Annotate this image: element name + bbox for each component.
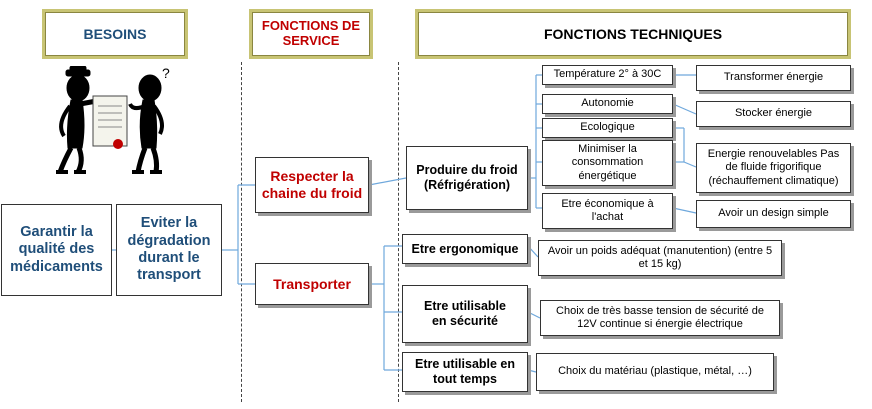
critere-minimiser-label: Minimiser la consommation énergétique xyxy=(571,143,644,182)
separator-right xyxy=(398,62,399,402)
besoin-eviter: Eviter la dégradation durant le transpor… xyxy=(116,204,222,296)
scroll-icon xyxy=(92,95,128,149)
solution-renouvelables-label: Energie renouvelables Pas de fluide frig… xyxy=(707,148,840,187)
fonction-produire-label: Produire du froid (Réfrigération) xyxy=(416,163,518,192)
critere-autonomie-label: Autonomie xyxy=(581,97,634,110)
solution-poids: Avoir un poids adéquat (manutention) (en… xyxy=(538,240,782,276)
solution-poids-label: Avoir un poids adéquat (manutention) (en… xyxy=(547,244,773,270)
solution-stocker-label: Stocker énergie xyxy=(734,107,813,120)
header-fonctions-service-label: FONCTIONS DE SERVICE xyxy=(252,12,370,56)
service-respecter-label: Respecter la chaine du froid xyxy=(261,168,363,201)
header-besoins-label: BESOINS xyxy=(45,12,185,56)
critere-ecologique: Ecologique xyxy=(542,118,673,138)
solution-tension: Choix de très basse tension de sécurité … xyxy=(540,300,780,336)
critere-ecologique-label: Ecologique xyxy=(580,121,635,134)
header-fonctions-techniques-label: FONCTIONS TECHNIQUES xyxy=(418,12,848,56)
header-besoins: BESOINS xyxy=(42,9,188,59)
critere-economique: Etre économique à l'achat xyxy=(542,193,673,229)
solution-design-label: Avoir un design simple xyxy=(718,207,829,220)
critere-economique-label: Etre économique à l'achat xyxy=(561,197,654,223)
header-fonctions-service: FONCTIONS DE SERVICE xyxy=(249,9,373,59)
solution-stocker: Stocker énergie xyxy=(696,101,851,127)
solution-materiau-label: Choix du matériau (plastique, métal, …) xyxy=(558,365,752,378)
fonction-tout-temps-label: Etre utilisable en tout temps xyxy=(414,357,516,386)
service-transporter-label: Transporter xyxy=(273,275,351,292)
besoin-garantir-label: Garantir la qualité des médicaments xyxy=(10,223,103,275)
fonction-tout-temps: Etre utilisable en tout temps xyxy=(402,352,528,392)
solution-transformer: Transformer énergie xyxy=(696,65,851,91)
critere-autonomie: Autonomie xyxy=(542,94,673,114)
service-respecter: Respecter la chaine du froid xyxy=(255,157,369,213)
fonction-securite: Etre utilisable en sécurité xyxy=(402,285,528,343)
header-fonctions-techniques: FONCTIONS TECHNIQUES xyxy=(415,9,851,59)
stick-figures-illustration: ? xyxy=(56,66,170,174)
solution-materiau: Choix du matériau (plastique, métal, …) xyxy=(536,353,774,391)
solution-renouvelables: Energie renouvelables Pas de fluide frig… xyxy=(696,143,851,193)
fonction-ergonomique-label: Etre ergonomique xyxy=(411,241,519,256)
critere-minimiser: Minimiser la consommation énergétique xyxy=(542,140,673,186)
solution-transformer-label: Transformer énergie xyxy=(723,71,824,84)
critere-temperature-label: Température 2° à 30C xyxy=(553,68,662,81)
solution-tension-label: Choix de très basse tension de sécurité … xyxy=(556,304,764,330)
question-mark: ? xyxy=(162,66,170,81)
fonction-produire: Produire du froid (Réfrigération) xyxy=(406,146,528,210)
service-transporter: Transporter xyxy=(255,263,369,305)
fonction-securite-label: Etre utilisable en sécurité xyxy=(424,299,506,328)
solution-design: Avoir un design simple xyxy=(696,200,851,228)
fonction-ergonomique: Etre ergonomique xyxy=(402,234,528,264)
critere-temperature: Température 2° à 30C xyxy=(542,65,673,85)
besoin-garantir: Garantir la qualité des médicaments xyxy=(1,204,112,296)
besoin-eviter-label: Eviter la dégradation durant le transpor… xyxy=(127,215,211,284)
separator-left xyxy=(241,62,242,402)
